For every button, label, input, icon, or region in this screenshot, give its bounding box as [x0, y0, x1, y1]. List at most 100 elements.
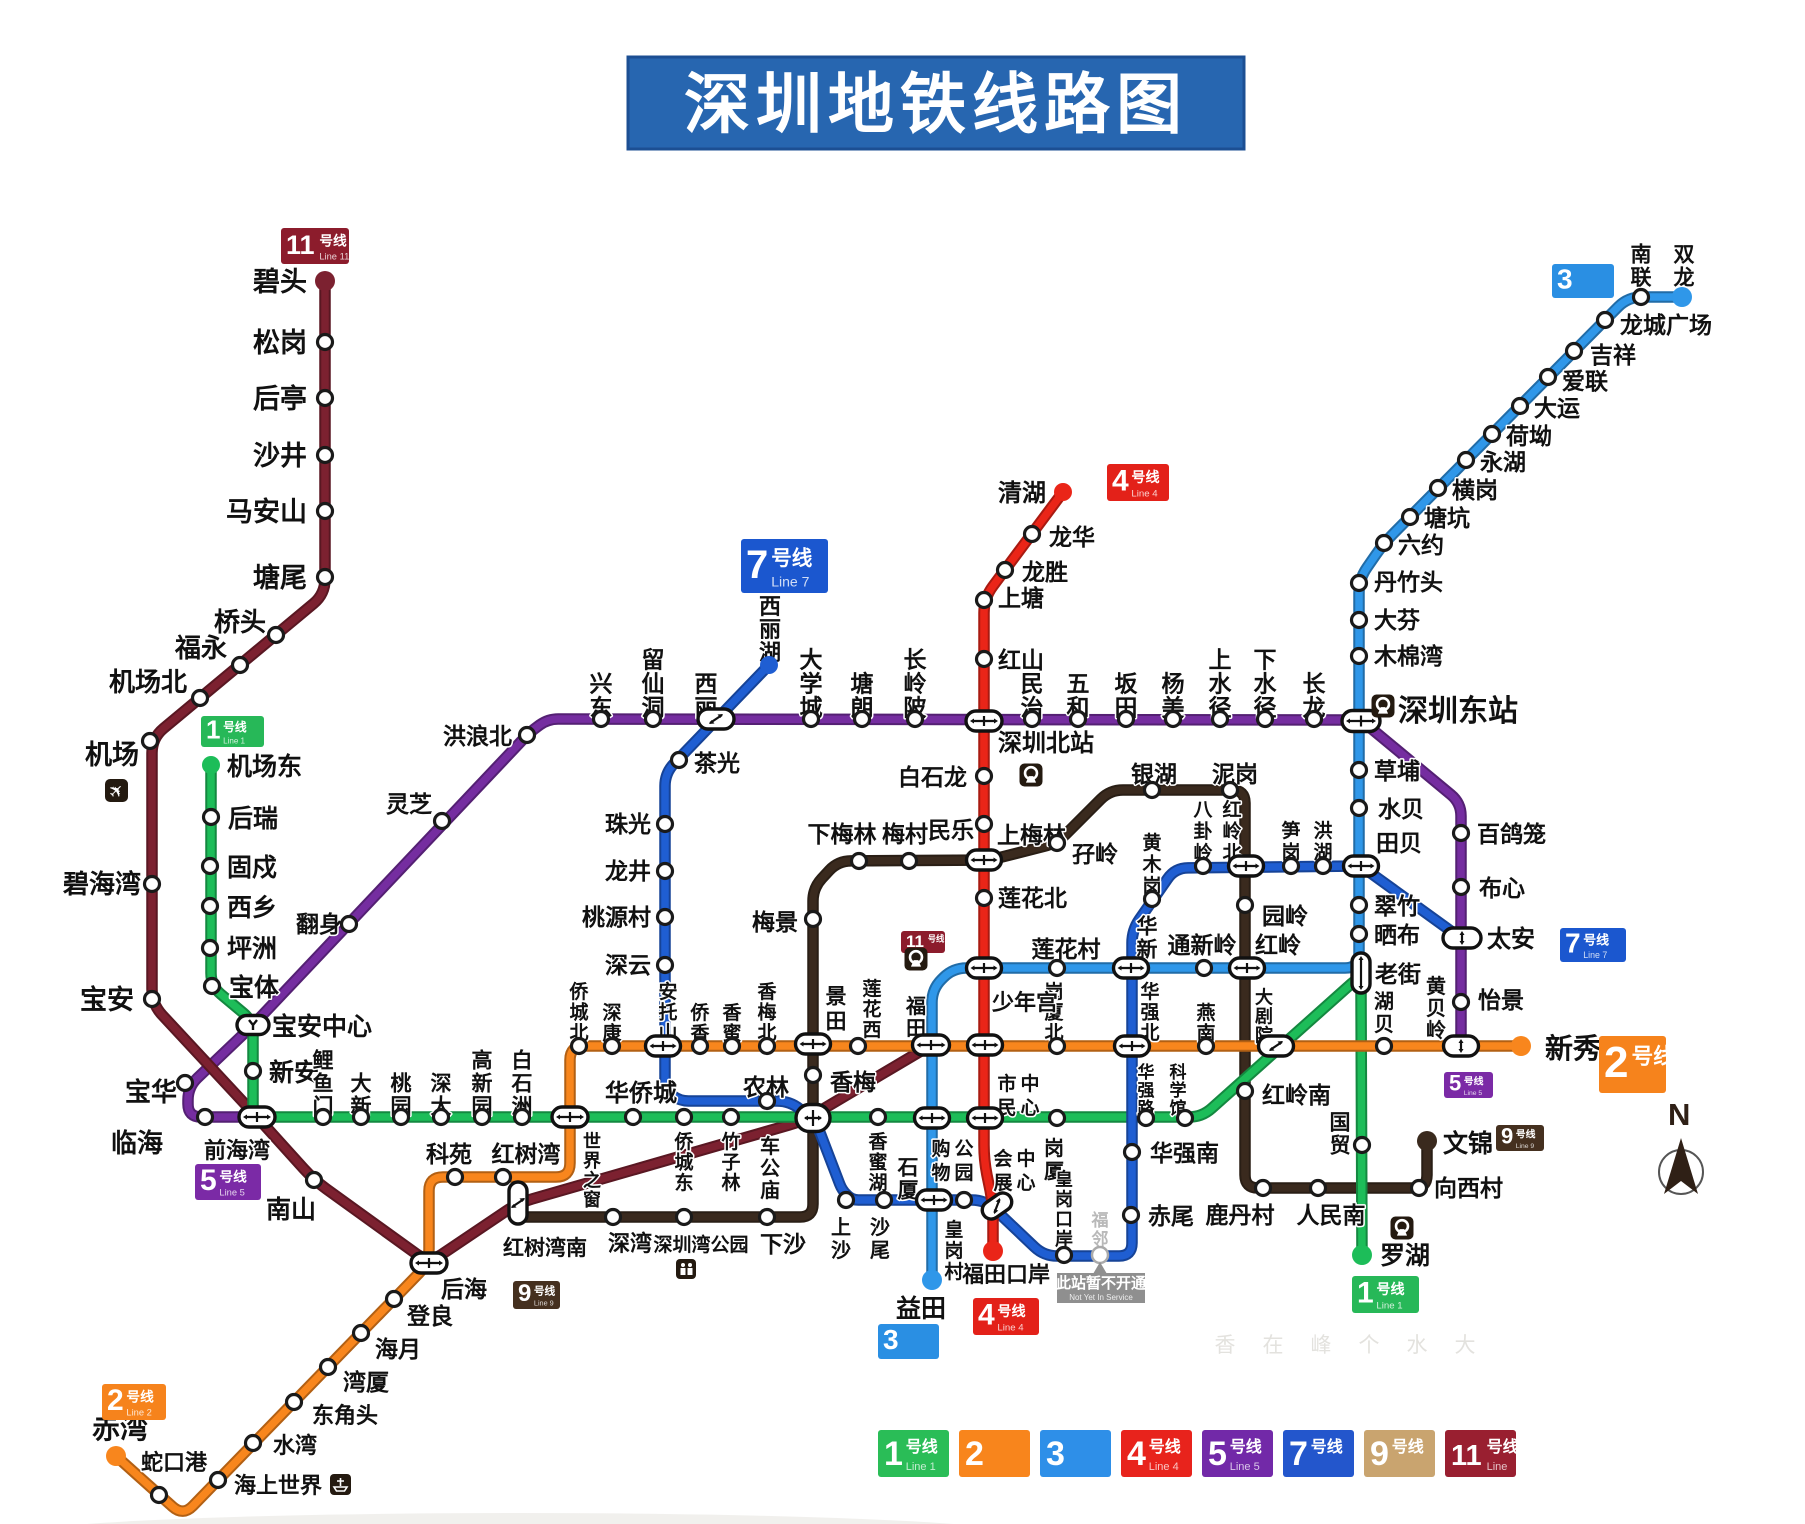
svg-text:大: 大	[351, 1073, 372, 1096]
svg-text:个: 个	[1359, 1334, 1380, 1357]
svg-text:临海: 临海	[111, 1128, 163, 1158]
svg-text:贝: 贝	[1374, 1014, 1394, 1036]
svg-text:号线: 号线	[1376, 1281, 1404, 1297]
svg-text:岗: 岗	[1044, 981, 1063, 1003]
svg-text:坂: 坂	[1115, 670, 1139, 696]
svg-text:景: 景	[826, 986, 847, 1009]
svg-text:桃: 桃	[391, 1072, 412, 1096]
svg-text:11: 11	[286, 230, 315, 260]
svg-text:桃源村: 桃源村	[582, 904, 651, 930]
svg-text:岗: 岗	[1055, 1188, 1073, 1209]
svg-text:学: 学	[1170, 1080, 1187, 1100]
svg-text:尾: 尾	[870, 1240, 890, 1262]
svg-text:3: 3	[1557, 263, 1573, 294]
svg-text:太安: 太安	[1487, 925, 1535, 953]
svg-text:号线: 号线	[534, 1284, 556, 1297]
svg-text:福: 福	[1091, 1210, 1109, 1230]
svg-text:红山: 红山	[998, 647, 1044, 673]
svg-text:蜜: 蜜	[868, 1150, 887, 1173]
svg-text:深: 深	[431, 1073, 452, 1096]
svg-text:田: 田	[826, 1011, 847, 1034]
svg-text:老街: 老街	[1374, 961, 1421, 987]
svg-text:公: 公	[954, 1138, 973, 1160]
svg-text:香梅: 香梅	[830, 1069, 876, 1095]
svg-text:横岗: 横岗	[1452, 477, 1498, 503]
svg-text:西乡: 西乡	[227, 894, 277, 922]
svg-text:湖: 湖	[1374, 990, 1394, 1013]
svg-text:龙: 龙	[1674, 266, 1695, 290]
svg-text:托: 托	[658, 1001, 677, 1023]
svg-text:新秀: 新秀	[1545, 1033, 1601, 1064]
svg-text:沙井: 沙井	[253, 441, 307, 471]
svg-text:红树湾: 红树湾	[492, 1141, 561, 1167]
svg-text:号线: 号线	[928, 934, 945, 944]
svg-text:水: 水	[1209, 670, 1233, 696]
svg-text:园岭: 园岭	[1262, 903, 1308, 929]
svg-text:塘尾: 塘尾	[253, 562, 307, 593]
svg-text:7: 7	[1565, 927, 1581, 958]
svg-text:4: 4	[1127, 1435, 1146, 1473]
svg-text:3: 3	[883, 1324, 899, 1355]
svg-text:展: 展	[993, 1172, 1012, 1194]
svg-text:世: 世	[583, 1131, 601, 1151]
svg-text:爱联: 爱联	[1562, 368, 1608, 394]
svg-text:皇: 皇	[1055, 1168, 1073, 1189]
svg-text:灵芝: 灵芝	[386, 791, 432, 817]
svg-text:西: 西	[695, 670, 718, 696]
svg-text:福田口岸: 福田口岸	[961, 1262, 1050, 1287]
svg-text:侨: 侨	[568, 980, 589, 1003]
svg-text:卦: 卦	[1193, 819, 1212, 842]
svg-text:厦: 厦	[1044, 1161, 1065, 1183]
svg-text:大芬: 大芬	[1374, 607, 1420, 633]
svg-text:留: 留	[642, 646, 665, 672]
svg-text:香: 香	[721, 1002, 742, 1024]
svg-text:号线: 号线	[1464, 1074, 1484, 1087]
svg-text:桥头: 桥头	[214, 607, 266, 637]
svg-text:下梅林: 下梅林	[808, 821, 877, 847]
svg-text:布心: 布心	[1479, 875, 1525, 901]
svg-text:后海: 后海	[441, 1276, 487, 1302]
svg-text:前海湾: 前海湾	[204, 1138, 270, 1163]
svg-text:Line 4: Line 4	[997, 1323, 1024, 1334]
svg-text:塘: 塘	[851, 670, 874, 696]
svg-text:华: 华	[1137, 915, 1158, 939]
svg-text:孖岭: 孖岭	[1072, 841, 1118, 867]
svg-text:莲: 莲	[862, 977, 881, 1000]
svg-text:号线: 号线	[319, 232, 347, 248]
svg-text:鲤: 鲤	[312, 1049, 334, 1073]
svg-text:新安: 新安	[269, 1058, 319, 1087]
svg-text:后亭: 后亭	[253, 383, 307, 414]
svg-text:登良: 登良	[406, 1303, 453, 1329]
svg-text:城: 城	[674, 1150, 693, 1173]
svg-text:百鸽笼: 百鸽笼	[1477, 821, 1546, 847]
svg-text:新: 新	[1137, 938, 1158, 962]
svg-text:大: 大	[1255, 986, 1273, 1007]
svg-text:侨: 侨	[673, 1130, 694, 1153]
svg-text:香: 香	[756, 981, 777, 1003]
svg-text:向西村: 向西村	[1434, 1175, 1503, 1201]
svg-text:号线: 号线	[126, 1388, 154, 1404]
svg-text:木: 木	[1141, 852, 1162, 875]
svg-text:侨: 侨	[689, 1001, 710, 1024]
svg-text:五: 五	[1067, 670, 1090, 696]
svg-text:岗: 岗	[1044, 1137, 1064, 1160]
svg-text:深圳东站: 深圳东站	[1398, 694, 1518, 728]
svg-text:龙井: 龙井	[605, 858, 651, 884]
svg-text:下: 下	[1254, 646, 1277, 672]
svg-text:窗: 窗	[583, 1189, 601, 1210]
svg-text:号线: 号线	[1583, 932, 1609, 947]
svg-text:水: 水	[1407, 1334, 1428, 1357]
svg-text:Line 5: Line 5	[1464, 1090, 1483, 1097]
svg-text:号线: 号线	[997, 1303, 1025, 1319]
svg-text:翠竹: 翠竹	[1374, 893, 1420, 919]
svg-text:梅村: 梅村	[882, 821, 928, 847]
svg-text:岸: 岸	[1055, 1228, 1073, 1249]
svg-text:Line 4: Line 4	[1131, 489, 1158, 500]
svg-text:机场: 机场	[85, 740, 139, 770]
svg-text:新: 新	[472, 1072, 493, 1096]
svg-text:莲花村: 莲花村	[1032, 936, 1101, 962]
svg-text:中: 中	[1020, 1072, 1039, 1095]
svg-text:2: 2	[107, 1384, 124, 1417]
svg-text:海月: 海月	[375, 1336, 421, 1362]
svg-text:机场北: 机场北	[109, 667, 187, 697]
